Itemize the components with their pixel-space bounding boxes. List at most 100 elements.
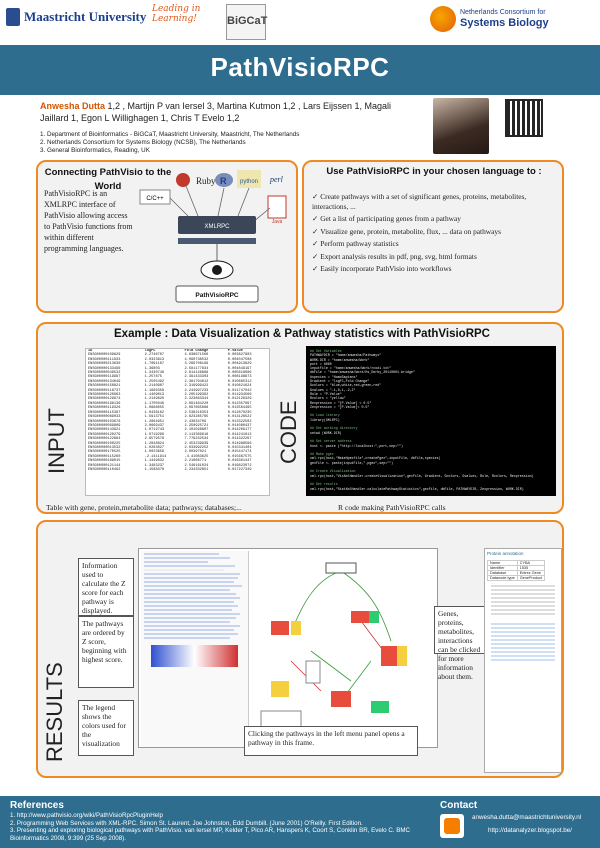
- crest-icon: [6, 8, 20, 26]
- table-caption: Table with gene, protein,metabolite data…: [46, 503, 242, 512]
- note-open-pathway: Clicking the pathways in the left menu p…: [244, 726, 418, 756]
- table-cell: 2.391433303: [184, 375, 209, 380]
- table-cell: 0.015341404: [227, 445, 252, 450]
- lang-python: python: [240, 179, 258, 185]
- lang-java: Java: [272, 219, 283, 225]
- table-cell: 0.015447174: [227, 450, 252, 455]
- code-line: ## Set working directory: [310, 426, 358, 431]
- references-list: 1. http://www.pathvisio.org/wiki/PathVis…: [10, 812, 430, 842]
- table-cell: 2.2746707: [144, 353, 165, 358]
- table-cell: ENSG00000109829: [88, 353, 121, 358]
- table-cell: 0.014080437: [227, 423, 252, 428]
- table-cell: 0.010665312: [227, 379, 252, 384]
- table-cell: ENSG00000103676: [88, 419, 121, 424]
- contact-email[interactable]: anwesha.dutta@maastrichtuniversity.nl: [472, 814, 582, 821]
- code-line: ## Get results: [310, 482, 338, 487]
- table-cell: 0.017227349: [227, 467, 252, 472]
- table-cell: 2.244997233: [184, 388, 209, 393]
- pathway-list-pane[interactable]: [141, 551, 249, 747]
- table-cell: ENSG00000196136: [88, 401, 121, 406]
- table-cell: 0.004047508: [227, 357, 252, 362]
- java-logo-icon: [267, 195, 287, 219]
- code-line: dbFile = "home/anwesha/Work/Hs_Derby_201…: [310, 370, 415, 375]
- table-cell: 1.1588378: [144, 467, 165, 472]
- table-cell: 2.546161024: [184, 463, 209, 468]
- contact-blog-link[interactable]: http://datanalyzer.blogspot.be/: [488, 827, 573, 834]
- code-line: inputFile = "home/anwesha/Work/rcodi.txt…: [310, 366, 392, 371]
- table-cell: 4.838671566: [184, 353, 209, 358]
- reference-item: 2. Programming Web Services with XML-RPC…: [10, 819, 363, 827]
- table-cell: 7.779232534: [184, 437, 209, 442]
- code-line: gexFile <- paste(inputFile,".pgex",sep="…: [310, 460, 394, 465]
- table-cell: 2.323863344: [184, 397, 209, 402]
- code-line: ## Load library: [310, 413, 340, 418]
- panel-results: RESULTS Information used to calculate th…: [36, 520, 564, 778]
- table-cell: 0.004913829: [227, 362, 252, 367]
- pathway-diagram[interactable]: [251, 551, 437, 747]
- table-cell: -4.41083625: [184, 454, 209, 459]
- code-line: ## Create Visualization: [310, 469, 356, 474]
- note-ordering: The pathways are ordered by Z score, beg…: [78, 616, 134, 688]
- table-cell: ENSG00000213630: [88, 362, 121, 367]
- table-cell: 2.113369916: [184, 432, 209, 437]
- table-cell: 3.269706199: [184, 362, 209, 367]
- table-cell: ENSG00000170525: [88, 450, 121, 455]
- table-cell: 0.014209177: [227, 428, 252, 433]
- code-line: ## Set server address: [310, 439, 352, 444]
- table-cell: 1.2864951: [144, 419, 165, 424]
- table-cell: 2.319999422: [184, 384, 209, 389]
- reference-item[interactable]: 1. http://www.pathvisio.org/wiki/PathVis…: [10, 812, 163, 819]
- qr-code-icon[interactable]: [505, 99, 543, 137]
- table-cell: 0.011934566: [227, 393, 252, 398]
- panel-connecting: Connecting PathVisio to the World PathVi…: [36, 160, 298, 313]
- lang-perl: perl: [269, 175, 284, 184]
- table-cell: 2.381794812: [184, 379, 209, 384]
- input-label: INPUT: [44, 408, 69, 474]
- table-cell: 0.012357097: [227, 401, 252, 406]
- code-line: host <- paste ("http://localhost:",port,…: [310, 443, 403, 448]
- table-cell: 2.581177834: [184, 366, 209, 371]
- list-item: Easily incorporate PathVisio into workfl…: [312, 264, 560, 274]
- table-row: ENSG00000196136 1.1705046 2.091464220 0.012…: [86, 402, 269, 406]
- table-cell: 2.091464220: [184, 401, 209, 406]
- table-cell: ENSG00000122884: [88, 437, 121, 442]
- blogger-icon[interactable]: [440, 814, 464, 838]
- table-cell: 2.814146898: [184, 371, 209, 376]
- pathvisiorpc-box: [175, 285, 259, 303]
- bigcat-logo: BiGCaT: [226, 4, 267, 40]
- python-logo-icon: [237, 170, 261, 188]
- table-cell: 0.016361447: [227, 459, 252, 464]
- code-caption: R code making PathVisioRPC calls: [338, 503, 446, 512]
- poster-title: PathVisioRPC: [210, 52, 390, 82]
- code-line: ## Set Variables: [310, 349, 342, 353]
- table-cell: 0.008198873: [227, 375, 252, 380]
- table-cell: ENSG00000119987: [88, 375, 121, 380]
- table-cell: ENSG00000100225: [88, 441, 121, 446]
- note-zscore-info: Information used to calculate the Z scor…: [78, 558, 134, 616]
- table-cell: ENSG00000120279: [88, 432, 121, 437]
- table-cell: 1.1705046: [144, 401, 165, 406]
- table-cell: 0.010621624: [227, 384, 252, 389]
- table-cell: 1.0283027: [144, 445, 165, 450]
- table-cell: ENSG00000111933: [88, 357, 121, 362]
- panel-example-title: Example : Data Visualization & Pathway s…: [114, 328, 490, 340]
- list-item: Get a list of participating genes from a…: [312, 214, 560, 224]
- table-cell: 4.090738532: [184, 357, 209, 362]
- results-label: RESULTS: [42, 662, 67, 762]
- table-header-cell: ID: [88, 349, 93, 353]
- logo-row: [0, 0, 600, 44]
- lang-ruby: Ruby: [196, 176, 216, 186]
- list-item: Visualize gene, protein, metabolite, flu…: [312, 227, 560, 237]
